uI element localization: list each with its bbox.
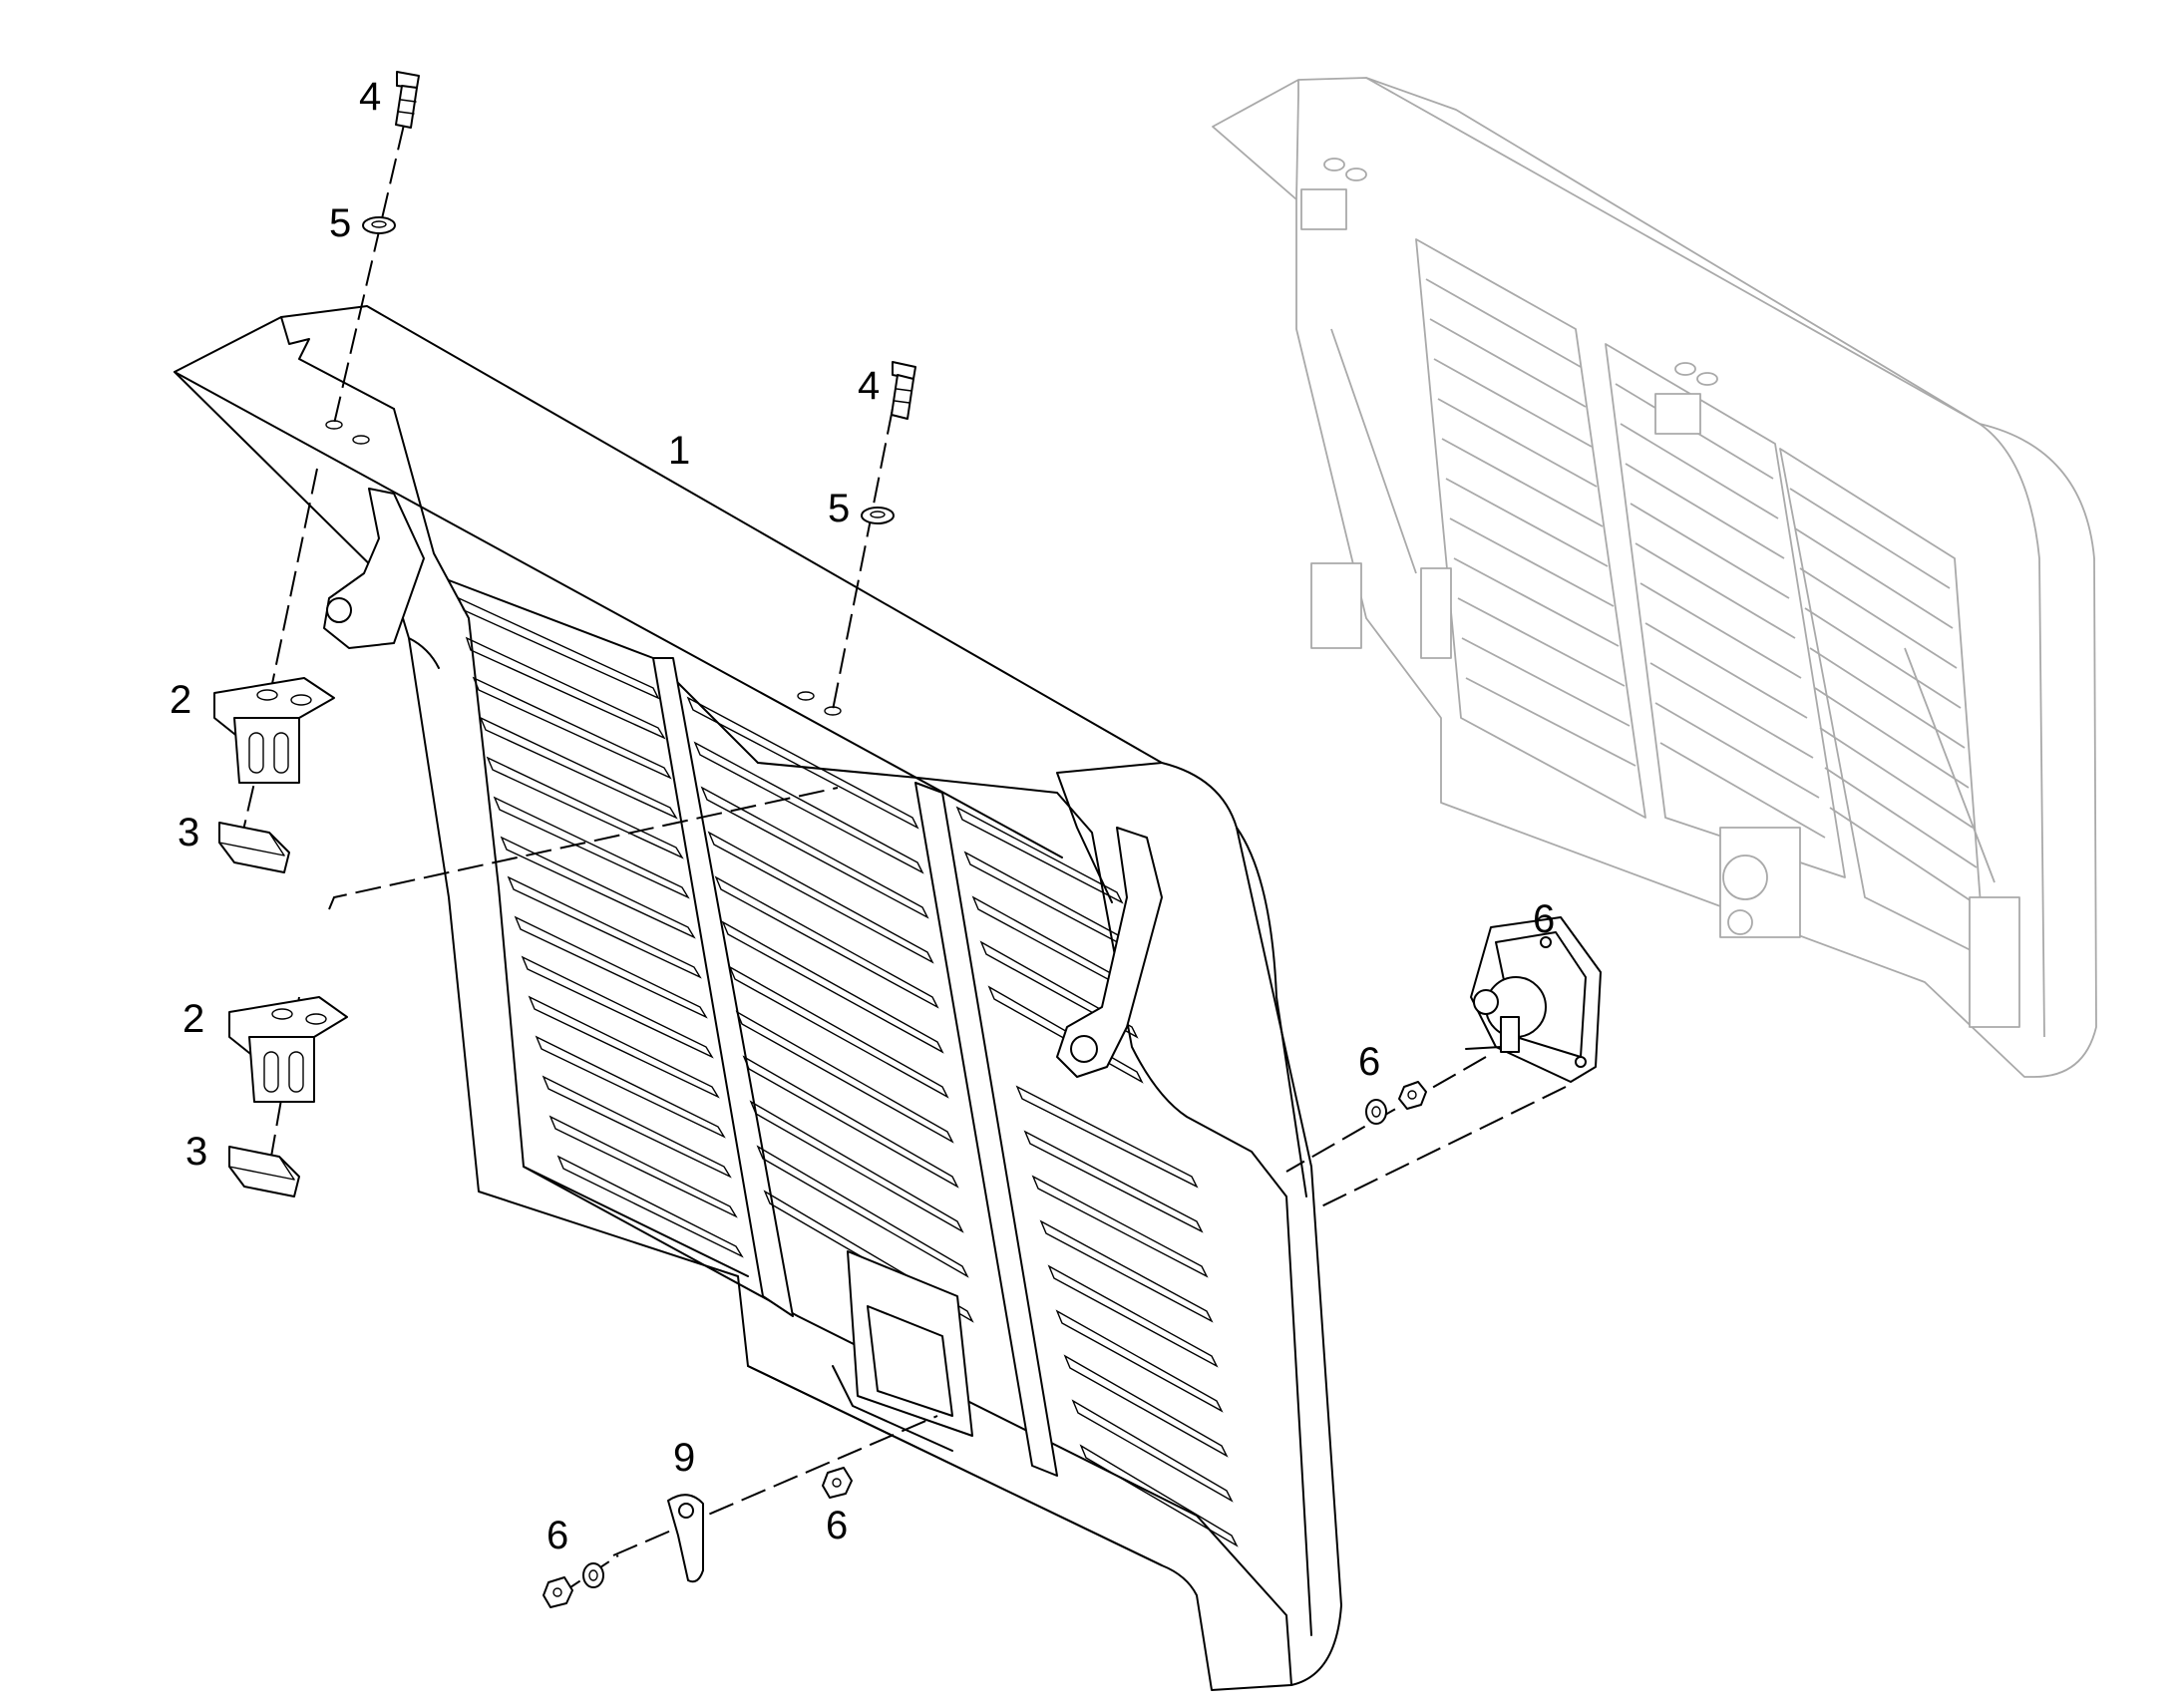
left-panel-louvers — [457, 596, 744, 1258]
hinge-bracket-2-upper — [213, 677, 335, 784]
washer-5-upper — [362, 216, 396, 234]
bolt-4-upper — [395, 71, 420, 129]
hinge-bracket-2-lower — [228, 996, 348, 1103]
callout-3-lower: 3 — [185, 1130, 207, 1174]
bolt-4-lower — [891, 361, 916, 420]
washer-5-lower — [861, 507, 895, 524]
callout-1: 1 — [668, 429, 690, 473]
callout-4-lower: 4 — [858, 364, 880, 408]
callout-2-upper: 2 — [170, 678, 191, 722]
callout-5-lower: 5 — [828, 487, 850, 530]
latch-tab-9 — [667, 1494, 704, 1583]
nut-washer-6-bottom — [543, 1562, 604, 1608]
callout-5-upper: 5 — [329, 201, 351, 245]
callout-labels: 4 5 4 5 1 2 3 2 3 6 6 9 6 6 — [170, 75, 1555, 1557]
block-3-lower — [228, 1146, 300, 1197]
block-3-upper — [218, 822, 290, 873]
latch-6-mechanism — [1465, 916, 1602, 1083]
callout-6-right-nut: 6 — [1358, 1040, 1380, 1084]
nut-6-center — [822, 1467, 853, 1499]
center-panel-louvers — [686, 696, 974, 1323]
right-panel-louvers — [955, 806, 1239, 1547]
callout-4-upper: 4 — [359, 75, 381, 119]
nut-washer-6-right — [1365, 1081, 1427, 1125]
assembled-reference-view — [1212, 77, 2097, 1078]
callout-6-latch: 6 — [1533, 897, 1555, 941]
callout-9: 9 — [673, 1436, 695, 1480]
callout-3-upper: 3 — [178, 811, 199, 854]
grille-assembly — [174, 305, 1342, 1691]
callout-6-bottom-center: 6 — [826, 1504, 848, 1547]
callout-2-lower: 2 — [182, 997, 204, 1041]
ghost-louvers — [1425, 278, 1982, 908]
callout-6-bottom-left: 6 — [546, 1514, 568, 1557]
